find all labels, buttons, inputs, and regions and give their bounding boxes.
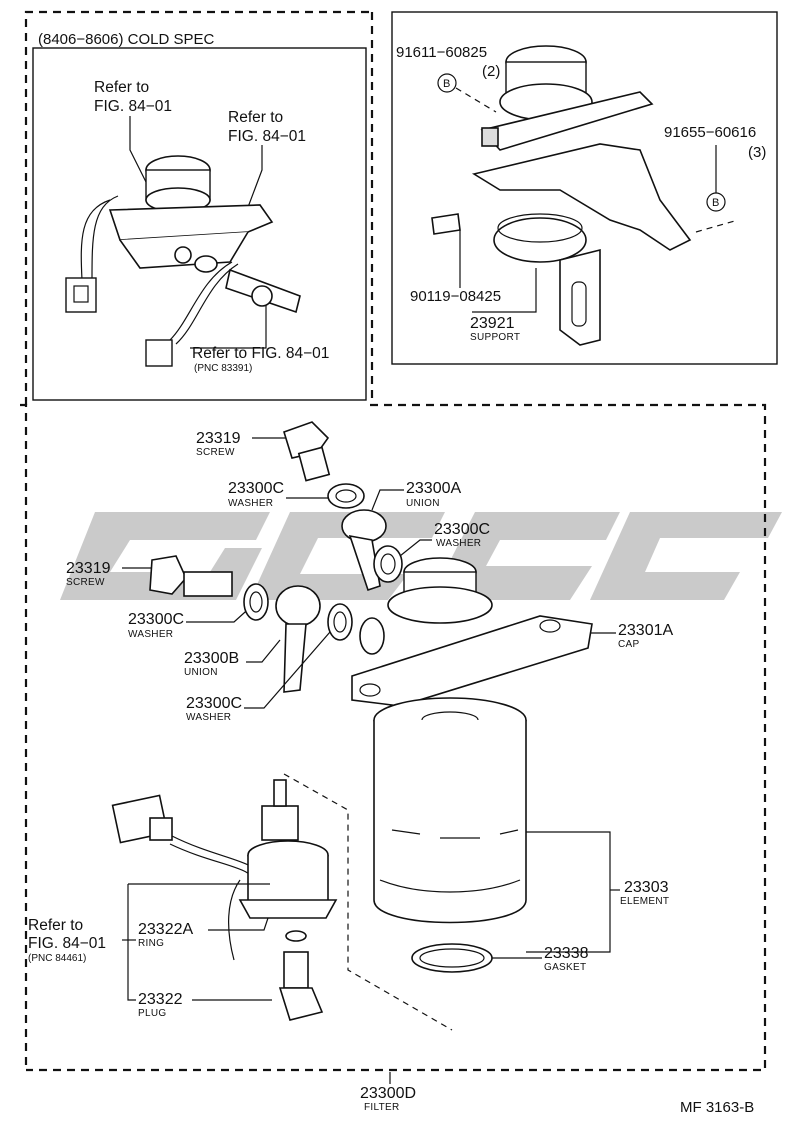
label-washer-2-name: WASHER <box>436 538 481 549</box>
label-union-b-name: UNION <box>184 667 218 678</box>
label-screw-left-name: SCREW <box>66 577 105 588</box>
support-part-1-qty: (2) <box>482 63 500 80</box>
label-cap-number: 23301A <box>618 622 673 639</box>
frames <box>20 10 778 1072</box>
inset-support: 91611−60825 (2) B 91655−60616 (3) B 9011… <box>396 44 766 346</box>
label-plug-number: 23322 <box>138 991 183 1008</box>
support-part-2-number: 91655−60616 <box>664 124 756 141</box>
label-screw-left-number: 23319 <box>66 560 111 577</box>
main-assembly: 23319 SCREW 23300C WASHER 23300A UNION 2… <box>28 421 673 1113</box>
label-washer-4-name: WASHER <box>186 712 231 723</box>
label-element-name: ELEMENT <box>620 896 669 907</box>
sensor-ref-line3: (PNC 84461) <box>28 953 86 964</box>
support-part-4-name: SUPPORT <box>470 332 520 343</box>
badge-b-2-label: B <box>712 197 720 209</box>
label-union-a-name: UNION <box>406 498 440 509</box>
label-ring-number: 23322A <box>138 921 193 938</box>
label-element-number: 23303 <box>624 879 669 896</box>
label-filter-name: FILTER <box>364 1102 400 1113</box>
support-part-2-qty: (3) <box>748 144 766 161</box>
label-gasket-name: GASKET <box>544 962 586 973</box>
badge-b-1-label: B <box>443 78 451 90</box>
label-washer-2-number: 23300C <box>434 521 490 538</box>
cold-spec-header: (8406−8606) COLD SPEC <box>38 31 215 48</box>
cold-ref-3-line1: Refer to FIG. 84−01 <box>192 345 329 362</box>
label-ring-name: RING <box>138 938 164 949</box>
label-union-b-number: 23300B <box>184 650 239 667</box>
support-part-4-number: 23921 <box>470 315 515 332</box>
label-washer-3-number: 23300C <box>128 611 184 628</box>
cold-ref-1-line2: FIG. 84−01 <box>94 98 172 115</box>
label-washer-3-name: WASHER <box>128 629 173 640</box>
label-union-a-number: 23300A <box>406 480 461 497</box>
support-part-3-number: 90119−08425 <box>410 288 501 305</box>
footer-code: MF 3163-B <box>680 1099 754 1116</box>
label-plug-name: PLUG <box>138 1008 166 1019</box>
label-washer-1-number: 23300C <box>228 480 284 497</box>
cold-ref-1-line1: Refer to <box>94 79 149 96</box>
inset-cold-spec: (8406−8606) COLD SPEC Refer to FIG. 84−0… <box>38 31 329 374</box>
cold-ref-3-line2: (PNC 83391) <box>194 363 252 374</box>
support-part-1-number: 91611−60825 <box>396 44 487 61</box>
sensor-ref-line1: Refer to <box>28 917 83 934</box>
badge-b-1 <box>437 73 457 93</box>
label-washer-4-number: 23300C <box>186 695 242 712</box>
label-filter-number: 23300D <box>360 1085 416 1102</box>
label-screw-top-name: SCREW <box>196 447 235 458</box>
cold-ref-2-line1: Refer to <box>228 109 283 126</box>
label-gasket-number: 23338 <box>544 945 589 962</box>
label-washer-1-name: WASHER <box>228 498 273 509</box>
cold-ref-2-line2: FIG. 84−01 <box>228 128 306 145</box>
label-cap-name: CAP <box>618 639 639 650</box>
label-screw-top-number: 23319 <box>196 430 241 447</box>
sensor-ref-line2: FIG. 84−01 <box>28 935 106 952</box>
